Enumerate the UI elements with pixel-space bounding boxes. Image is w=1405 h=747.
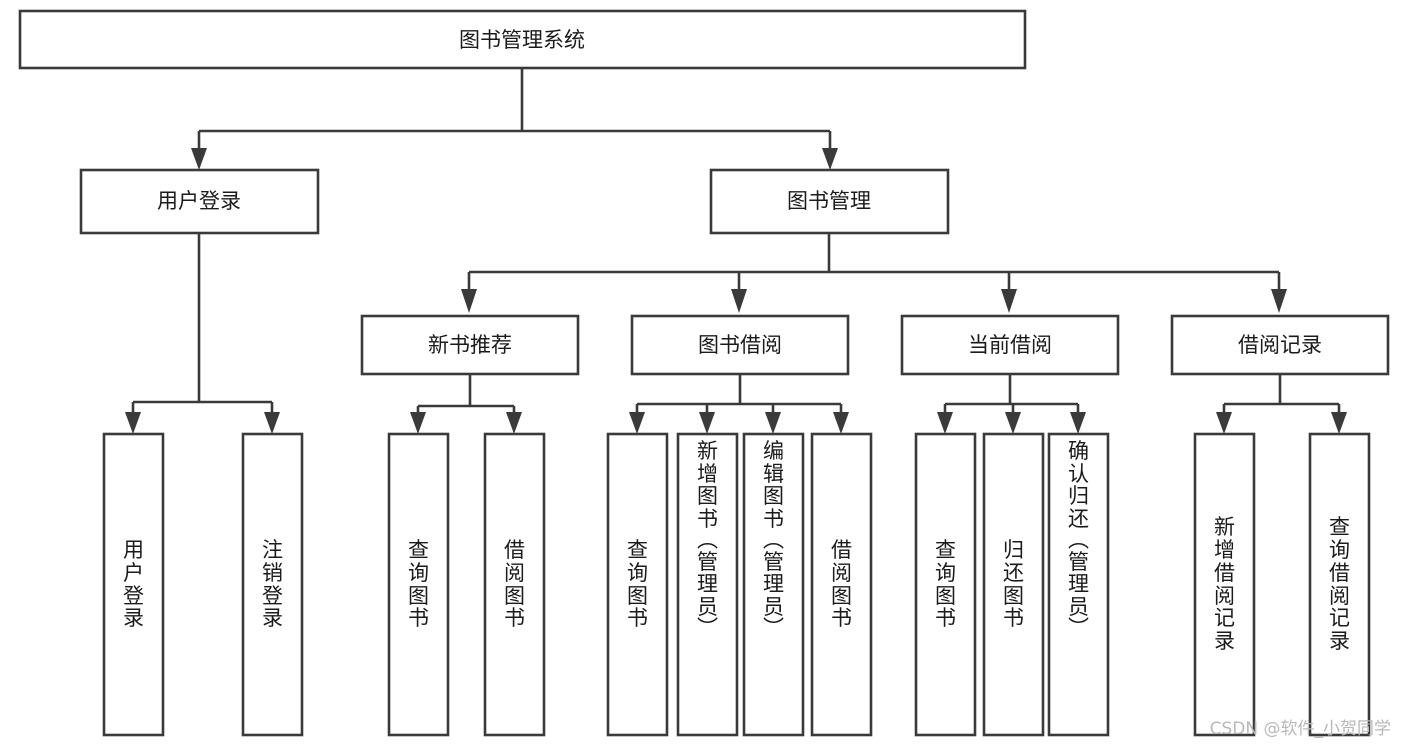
arrowhead-borrow-record <box>1271 289 1287 313</box>
node-root-label: 图书管理系统 <box>459 28 585 52</box>
node-current-borrow-label: 当前借阅 <box>968 333 1052 357</box>
node-leaf-edit-book[interactable] <box>742 432 805 737</box>
arrowhead-leaf-query-book-3 <box>937 412 953 434</box>
arrowhead-leaf-confirm-return <box>1070 412 1086 434</box>
arrowhead-leaf-add-book <box>699 412 715 434</box>
node-leaf-borrow-book-2[interactable] <box>810 432 873 737</box>
node-book-manage-label: 图书管理 <box>787 189 871 213</box>
node-leaf-user-logout[interactable] <box>241 432 304 737</box>
node-book-manage[interactable] <box>709 168 950 235</box>
arrowhead-user-login <box>191 148 207 170</box>
node-current-borrow[interactable] <box>900 314 1120 376</box>
node-root[interactable] <box>18 9 1027 70</box>
node-book-borrow-label: 图书借阅 <box>698 333 782 357</box>
arrowhead-leaf-borrow-book-2 <box>833 412 849 434</box>
node-leaf-return-book[interactable] <box>982 432 1045 737</box>
node-new-book-recommend-label: 新书推荐 <box>428 333 512 357</box>
arrowhead-leaf-user-login <box>125 412 141 434</box>
node-leaf-confirm-return[interactable] <box>1047 432 1110 737</box>
node-leaf-query-book-3[interactable] <box>914 432 977 737</box>
arrowhead-new-book-recommend <box>461 289 477 313</box>
node-leaf-borrow-book-1[interactable] <box>483 432 546 737</box>
node-leaf-add-record[interactable] <box>1193 432 1256 737</box>
node-book-borrow[interactable] <box>630 314 850 376</box>
node-leaf-add-book[interactable] <box>676 432 739 737</box>
arrowhead-leaf-edit-book <box>765 412 781 434</box>
arrowhead-leaf-query-book-2 <box>629 412 645 434</box>
node-leaf-query-book-2[interactable] <box>606 432 669 737</box>
node-leaf-query-record[interactable] <box>1308 432 1371 737</box>
node-leaf-user-login[interactable] <box>102 432 165 737</box>
node-user-login-label: 用户登录 <box>157 189 241 213</box>
arrowhead-leaf-query-book-1 <box>410 412 426 434</box>
arrowhead-leaf-user-logout <box>264 412 280 434</box>
arrowhead-leaf-query-record <box>1331 412 1347 434</box>
arrowhead-current-borrow <box>1001 289 1017 313</box>
arrowhead-leaf-return-book <box>1005 412 1021 434</box>
arrowhead-leaf-add-record <box>1216 412 1232 434</box>
node-borrow-record-label: 借阅记录 <box>1238 333 1322 357</box>
arrowhead-leaf-borrow-book-1 <box>506 412 522 434</box>
node-leaf-query-book-1[interactable] <box>387 432 450 737</box>
arrowhead-book-manage <box>822 148 838 170</box>
arrowhead-book-borrow <box>731 289 747 313</box>
node-borrow-record[interactable] <box>1170 314 1390 376</box>
node-new-book-recommend[interactable] <box>360 314 580 376</box>
